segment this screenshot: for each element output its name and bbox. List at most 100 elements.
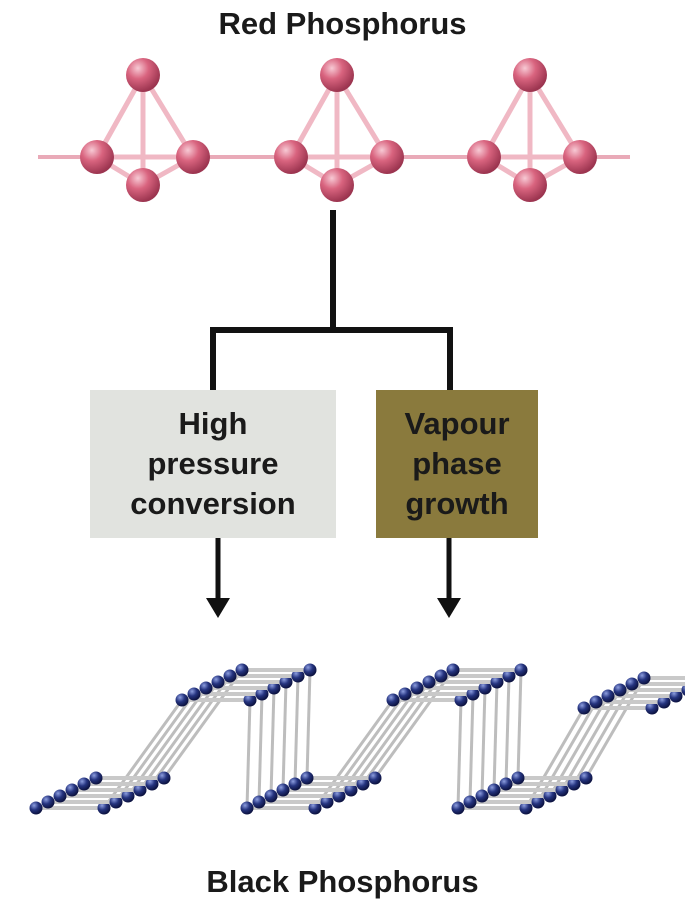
- bond: [293, 675, 300, 785]
- phosphorus-atom: [613, 683, 627, 697]
- method-line: pressure: [147, 446, 279, 481]
- method-line: growth: [405, 486, 509, 521]
- phosphorus-atom: [422, 675, 436, 689]
- black-phosphorus-row: [577, 671, 685, 715]
- interlayer-bonds: [313, 669, 455, 809]
- phosphorus-atom: [320, 795, 334, 809]
- phosphorus-atom: [291, 669, 305, 683]
- phosphorus-atom: [145, 777, 159, 791]
- bond: [245, 699, 252, 809]
- interlayer-bonds: [456, 669, 523, 809]
- flow-connector: [210, 210, 453, 392]
- phosphorus-atom: [223, 669, 237, 683]
- bond: [281, 681, 288, 791]
- phosphorus-atom: [240, 801, 254, 815]
- bond: [305, 669, 312, 779]
- phosphorus-atom: [65, 783, 79, 797]
- phosphorus-atom: [645, 701, 659, 715]
- phosphorus-atom: [332, 789, 346, 803]
- high-pressure-conversion-box: High pressure conversion: [90, 390, 336, 538]
- phosphorus-atom: [243, 693, 257, 707]
- vapour-phase-growth-box: Vapour phase growth: [376, 390, 538, 538]
- black-phosphorus-title: Black Phosphorus: [206, 864, 479, 899]
- arrow-high-pressure: [206, 538, 230, 618]
- bond: [504, 675, 511, 785]
- phosphorus-atom: [303, 663, 317, 677]
- phosphorus-atom: [97, 801, 111, 815]
- phosphorus-atom: [657, 695, 671, 709]
- phosphorus-atom: [511, 771, 525, 785]
- phosphorus-atom: [577, 701, 591, 715]
- phosphorus-atom: [109, 795, 123, 809]
- black-phosphorus-row: [451, 771, 593, 815]
- phosphorus-atom: [589, 695, 603, 709]
- phosphorus-atom: [434, 669, 448, 683]
- phosphorus-atom: [89, 771, 103, 785]
- phosphorus-atom: [235, 663, 249, 677]
- phosphorus-atom: [454, 693, 468, 707]
- phosphorus-atom: [41, 795, 55, 809]
- black-phosphorus-row: [240, 771, 382, 815]
- phosphorus-atom: [567, 777, 581, 791]
- phosphorus-atom: [579, 771, 593, 785]
- red-phosphorus-title: Red Phosphorus: [218, 6, 467, 41]
- black-phosphorus-row: [386, 663, 528, 707]
- phosphorus-atom: [466, 687, 480, 701]
- phosphorus-atom: [175, 693, 189, 707]
- bond: [257, 693, 264, 803]
- bond: [492, 681, 499, 791]
- bond: [269, 687, 276, 797]
- phosphorus-atom: [502, 669, 516, 683]
- phosphorus-atom: [637, 671, 651, 685]
- phosphorus-atom: [77, 777, 91, 791]
- phosphorus-atom: [543, 789, 557, 803]
- phosphorus-atom: [252, 795, 266, 809]
- method-line: phase: [412, 446, 502, 481]
- phosphorus-atom: [555, 783, 569, 797]
- phosphorus-atom: [499, 777, 513, 791]
- phosphorus-atom: [264, 789, 278, 803]
- bond: [456, 699, 463, 809]
- black-phosphorus-row: [29, 771, 171, 815]
- phosphorus-atom: [368, 771, 382, 785]
- black-phosphorus-row: [175, 663, 317, 707]
- phosphorus-atom: [519, 801, 533, 815]
- phosphorus-atom: [187, 687, 201, 701]
- bond: [480, 687, 487, 797]
- phosphorus-atom: [356, 777, 370, 791]
- phosphorus-atom: [625, 677, 639, 691]
- method-line: High: [178, 406, 248, 441]
- phosphorus-atom: [133, 783, 147, 797]
- phosphorus-atom: [475, 789, 489, 803]
- interlayer-bonds: [102, 669, 244, 809]
- phosphorus-atom: [446, 663, 460, 677]
- interlayer-bonds: [245, 669, 312, 809]
- bond: [468, 693, 475, 803]
- arrow-vapour-phase: [437, 538, 461, 618]
- phosphorus-atom: [451, 801, 465, 815]
- phosphorus-atom: [53, 789, 67, 803]
- black-phosphorus-structure: [29, 663, 685, 815]
- phosphorus-atom: [386, 693, 400, 707]
- phosphorus-atom: [344, 783, 358, 797]
- phosphorus-atom: [398, 687, 412, 701]
- phosphorus-atom: [308, 801, 322, 815]
- phosphorus-atom: [514, 663, 528, 677]
- phosphorus-atom: [267, 681, 281, 695]
- phosphorus-atom: [601, 689, 615, 703]
- phosphorus-atom: [487, 783, 501, 797]
- method-line: Vapour: [404, 406, 510, 441]
- phosphorus-atom: [121, 789, 135, 803]
- phosphorus-atom: [463, 795, 477, 809]
- phosphorus-atom: [279, 675, 293, 689]
- phosphorus-atom: [29, 801, 43, 815]
- phosphorus-atom: [211, 675, 225, 689]
- phosphorus-atom: [531, 795, 545, 809]
- phosphorus-atom: [276, 783, 290, 797]
- phosphorus-atom: [410, 681, 424, 695]
- phosphorus-atom: [300, 771, 314, 785]
- phosphorus-atom: [288, 777, 302, 791]
- phosphorus-atom: [157, 771, 171, 785]
- phosphorus-atom: [199, 681, 213, 695]
